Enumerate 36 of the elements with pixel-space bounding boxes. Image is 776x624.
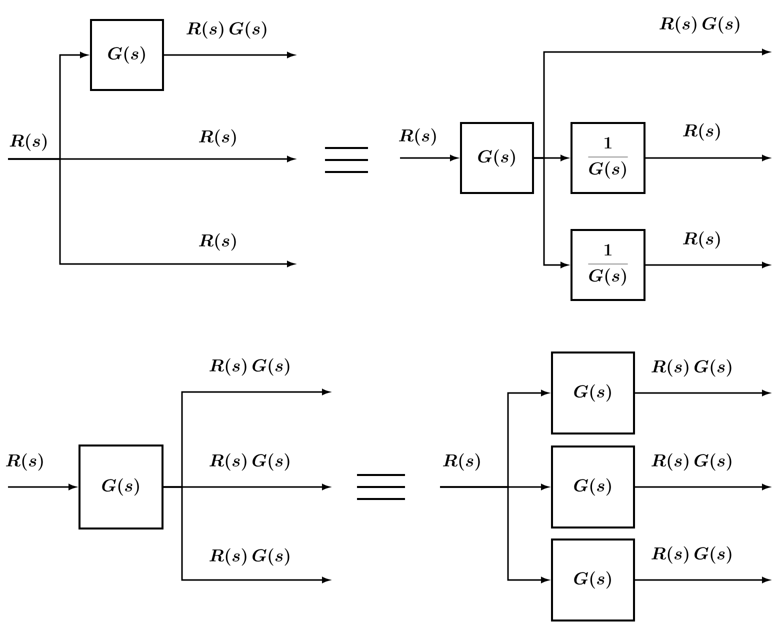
arrow	[400, 155, 458, 161]
block-box: $G(s)$	[551, 538, 635, 622]
arrow	[646, 155, 770, 161]
arrow	[534, 157, 568, 268]
signal-label: $R(s)$	[10, 134, 47, 151]
edge-label: $R(s)$	[683, 231, 720, 249]
block-box: $G(s)$	[460, 122, 534, 194]
arrow	[440, 486, 548, 583]
edge-label: $R(s)\,G(s)$	[652, 359, 732, 377]
arrow	[635, 577, 770, 583]
edge-label: $R(s)$	[6, 453, 43, 471]
arrow	[164, 486, 330, 583]
edge-label: $R(s)$	[199, 129, 236, 147]
block-box: $\frac{1}{G(s)}$	[570, 122, 646, 194]
arrow	[8, 484, 76, 490]
edge-label: $R(s)\,G(s)$	[210, 548, 290, 566]
edge-label: $R(s)$	[199, 233, 236, 251]
edge-label: $R(s)$	[399, 128, 436, 146]
arrow	[164, 52, 294, 58]
arrow	[635, 390, 770, 396]
edge-label: $R(s)\,G(s)$	[660, 16, 740, 34]
block-box: $G(s)$	[90, 19, 164, 91]
block-box: $\frac{1}{G(s)}$	[570, 229, 646, 301]
arrow	[646, 262, 770, 268]
arrow	[8, 158, 294, 267]
block-box: $G(s)$	[551, 446, 635, 528]
block-box: $G(s)$	[551, 352, 635, 434]
edge-label: $R(s)\,G(s)$	[652, 546, 732, 564]
edge-label: $R(s)$	[443, 453, 480, 471]
edge-label: $R(s)$	[683, 123, 720, 141]
edge-label: $R(s)\,G(s)$	[210, 358, 290, 376]
edge-label: $R(s)\,G(s)$	[186, 21, 266, 39]
block-box: $G(s)$	[78, 444, 164, 530]
arrow	[635, 484, 770, 490]
edge-label: $R(s)\,G(s)$	[210, 453, 290, 471]
edge-label: $R(s)\,G(s)$	[652, 453, 732, 471]
